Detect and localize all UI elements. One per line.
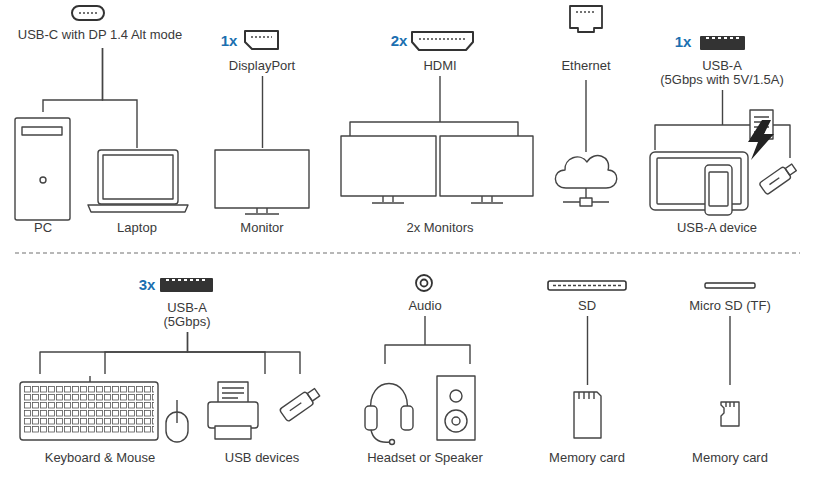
port-label: Micro SD (TF) xyxy=(689,299,771,314)
device-label: Memory card xyxy=(549,451,625,466)
device-label: 2x Monitors xyxy=(406,221,473,236)
device-group: Laptop xyxy=(86,148,188,240)
port-group: SD xyxy=(545,270,630,316)
port-group: 3xUSB-A(5Gbps) xyxy=(135,270,240,332)
port-group: USB-C with DP 1.4 Alt mode xyxy=(15,2,190,48)
port-group: Micro SD (TF) xyxy=(675,270,785,316)
device-group: 2x Monitors xyxy=(342,122,538,240)
connector-line xyxy=(43,48,103,112)
device-group: PC xyxy=(10,112,76,240)
port-label: USB-C with DP 1.4 Alt mode xyxy=(18,28,183,43)
connector-line xyxy=(188,332,266,374)
device-label: USB devices xyxy=(225,451,299,466)
connector-line xyxy=(262,76,263,148)
port-group: 2xHDMI xyxy=(385,30,495,76)
device-group: Memory card xyxy=(683,385,778,468)
port-group: Ethernet xyxy=(545,2,630,78)
device-label: USB-A device xyxy=(677,221,757,236)
port-label: SD xyxy=(578,299,596,314)
port-label: USB-A xyxy=(167,301,207,316)
connector-line xyxy=(424,316,425,345)
port-group: 1xUSB-A(5Gbps with 5V/1.5A) xyxy=(640,30,805,90)
device-label: Keyboard & Mouse xyxy=(45,451,156,466)
port-count: 2x xyxy=(391,32,408,49)
port-group: Audio xyxy=(390,270,460,316)
port-label: DisplayPort xyxy=(229,59,295,74)
device-group: Memory card xyxy=(540,385,635,468)
device-label: Monitor xyxy=(240,221,283,236)
device-group: USB devices xyxy=(200,374,330,468)
port-label: HDMI xyxy=(423,59,456,74)
port-group: 1xDisplayPort xyxy=(210,30,315,76)
port-label: (5Gbps) xyxy=(164,315,211,330)
device-group: Headset or Speaker xyxy=(340,345,510,468)
device-group: USB-A device xyxy=(645,125,800,240)
port-label: (5Gbps with 5V/1.5A) xyxy=(660,73,784,88)
port-label: Audio xyxy=(408,299,441,314)
device-group: Keyboard & Mouse xyxy=(15,374,195,468)
device-label: Headset or Speaker xyxy=(367,451,483,466)
port-count: 1x xyxy=(675,33,692,50)
connector-line xyxy=(105,332,188,374)
connector-line xyxy=(729,316,730,385)
connector-line xyxy=(103,48,138,148)
port-count: 1x xyxy=(221,32,238,49)
connector-line xyxy=(439,76,440,122)
device-group: Monitor xyxy=(212,148,312,240)
connector-line xyxy=(587,316,588,385)
port-label: USB-A xyxy=(702,59,742,74)
device-label: Laptop xyxy=(117,221,157,236)
port-count: 3x xyxy=(139,276,156,293)
connector-line xyxy=(722,90,723,125)
port-label: Ethernet xyxy=(561,59,610,74)
device-label: Memory card xyxy=(692,451,768,466)
device-label: PC xyxy=(34,221,52,236)
